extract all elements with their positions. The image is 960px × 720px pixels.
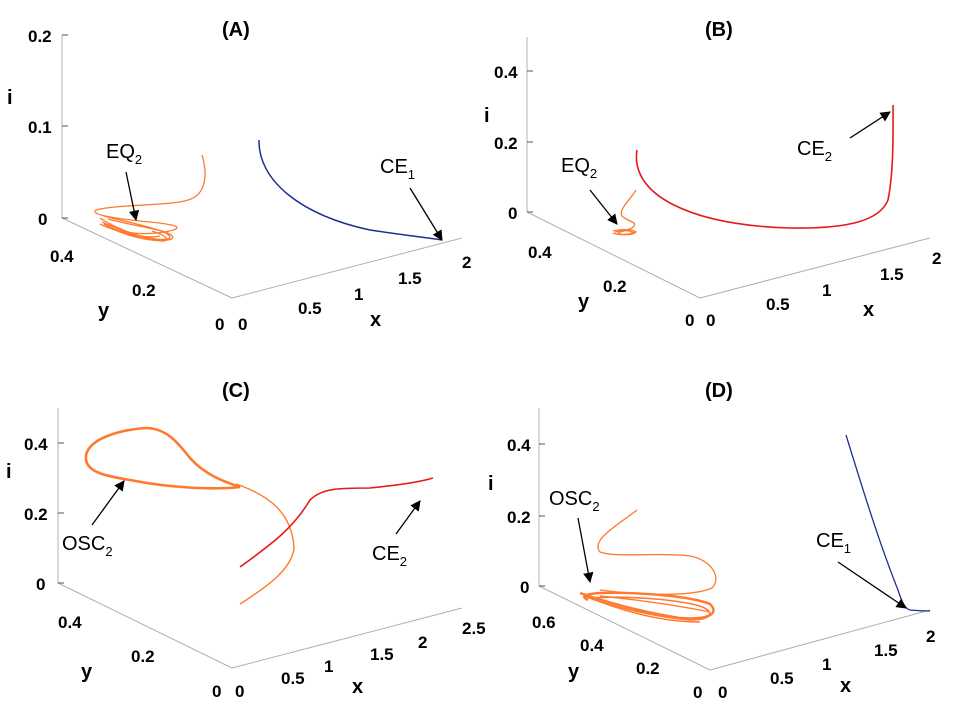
panel-a-axes [61,34,463,299]
panel-d-title: (D) [705,380,733,402]
panel-c-red-series [239,477,434,568]
panel-c-y-tick: 0.2 [131,647,155,666]
panel-d-z-tick: 0.4 [507,436,531,455]
panel-c-x-label: x [352,676,363,698]
panel-c-orange-series [84,426,295,605]
panel-d-ce1-label: CE1 [816,530,851,556]
panel-d-y-tick: 0.2 [636,659,660,678]
panel-b-x-tick: 0.5 [766,295,790,314]
panel-b-orange-series [612,189,637,236]
panel-d-z-label: i [488,473,494,495]
panel-a-y-tick: 0.4 [50,247,74,266]
panel-d-y-label: y [568,661,580,683]
panel-d-x-tick: 1.5 [874,641,898,660]
panel-c-x-tick: 2.5 [462,619,486,638]
panel-c-x-tick: 1 [324,657,333,676]
panel-d-x-label: x [840,675,851,697]
panel-d-ce1-arrow [837,561,907,609]
panel-c-osc2-arrow [91,480,125,526]
panel-c-z-tick: 0 [36,575,45,594]
panel-d-y-tick: 0.6 [532,613,556,632]
panel-c-x-tick: 1.5 [370,645,394,664]
panel-c-x-tick: 0 [235,682,244,701]
panel-a-x-tick: 2 [462,253,471,272]
panel-c-z-tick: 0.2 [24,505,48,524]
panel-c-x-tick: 0.5 [281,669,305,688]
panel-a-x-tick: 1 [354,285,363,304]
panel-d-osc2-label: OSC2 [549,488,600,514]
panel-b-y-tick: 0.4 [528,243,552,262]
panel-d-osc2-arrow [577,517,594,584]
panel-a: (A) 0.2 0.1 0 i 0.4 0.2 0 y 0 0.5 1 1.5 … [7,19,471,334]
panel-b-x-tick: 1.5 [880,265,904,284]
panel-c-ce2-arrow [395,500,421,535]
panel-b-x-tick: 2 [932,249,941,268]
panel-d-blue-series [845,434,931,612]
panel-d-z-tick: 0 [520,578,529,597]
panel-c: (C) 0.4 0.2 0 i 0.4 0.2 0 y 0 0.5 1 1.5 … [6,380,486,701]
panel-d-x-tick: 1 [822,655,831,674]
panel-a-eq2-label: EQ2 [106,141,142,167]
panel-a-z-tick: 0.2 [28,27,52,46]
panel-a-ce1-label: CE1 [380,156,415,182]
panel-d-x-tick: 0.5 [770,669,794,688]
panel-d-y-tick: 0.4 [580,636,604,655]
panel-b-eq2-arrow [589,189,618,225]
panel-d-x-tick: 2 [926,627,935,646]
panel-a-orange-series [94,154,206,242]
panel-c-z-tick: 0.4 [24,435,48,454]
panel-d-axes [538,408,931,671]
panel-a-blue-series [258,139,443,241]
panel-b-eq2-label: EQ2 [561,155,597,181]
panel-b-y-label: y [578,291,590,313]
panel-a-x-tick: 0.5 [298,299,322,318]
panel-a-z-label: i [7,87,13,109]
panel-c-y-label: y [81,661,93,683]
panel-c-ce2-label: CE2 [372,543,407,569]
panel-a-z-tick: 0.1 [28,118,52,137]
panel-b-ce2-arrow [849,111,891,139]
panel-a-z-tick: 0 [38,210,47,229]
panel-c-osc2-label: OSC2 [62,533,113,559]
panel-a-ce1-arrow [409,187,443,241]
panel-b-z-tick: 0 [508,204,517,223]
panel-a-y-tick: 0 [215,315,224,334]
panel-b-title: (B) [705,19,733,41]
panel-a-y-label: y [98,300,110,322]
panel-c-axes [57,408,463,669]
panel-b-z-tick: 0.2 [494,134,518,153]
panel-b-z-label: i [484,105,490,127]
panel-b-ce2-label: CE2 [797,138,832,164]
panel-c-y-tick: 0 [212,682,221,701]
panel-b-red-series [635,104,894,229]
panel-c-title: (C) [222,380,250,402]
panel-a-title: (A) [222,19,250,41]
panel-a-eq2-arrow [125,171,140,222]
panel-b-x-label: x [863,299,874,321]
panel-d: (D) 0.4 0.2 0 i 0.6 0.4 0.2 0 y 0 0.5 1 … [488,380,935,702]
panel-d-z-tick: 0.2 [507,508,531,527]
panel-b-x-tick: 1 [822,281,831,300]
panel-a-x-label: x [370,309,381,331]
panel-b: (B) 0.4 0.2 0 i 0.4 0.2 0 y 0 0.5 1 1.5 … [484,19,941,330]
panel-b-z-tick: 0.4 [494,63,518,82]
panel-c-x-tick: 2 [418,633,427,652]
panel-c-y-tick: 0.4 [58,613,82,632]
panel-b-axes [526,37,931,299]
panel-a-x-tick: 1.5 [398,269,422,288]
panel-b-y-tick: 0 [685,311,694,330]
panel-a-x-tick: 0 [238,315,247,334]
panel-c-z-label: i [6,461,12,483]
panel-b-x-tick: 0 [706,311,715,330]
panel-a-y-tick: 0.2 [132,281,156,300]
panel-d-x-tick: 0 [718,683,727,702]
panel-b-y-tick: 0.2 [603,277,627,296]
panel-d-y-tick: 0 [693,683,702,702]
panel-d-orange-series [579,509,717,623]
